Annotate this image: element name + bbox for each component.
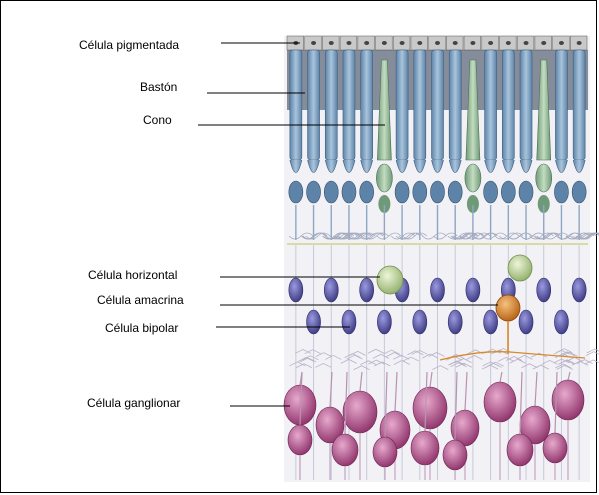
rod-nucleus bbox=[324, 181, 338, 203]
pigment-nucleus bbox=[329, 41, 334, 45]
ganglion-cell bbox=[411, 431, 439, 465]
pigment-nucleus bbox=[524, 41, 529, 45]
rod-segment bbox=[502, 50, 514, 160]
pigment-nucleus bbox=[417, 41, 422, 45]
ganglion-cell bbox=[507, 434, 533, 466]
bipolar-cell bbox=[342, 310, 356, 334]
label-amacrine-cell: Célula amacrina bbox=[97, 293, 184, 307]
rod-nucleus bbox=[289, 181, 303, 203]
pigment-nucleus bbox=[311, 41, 316, 45]
rod-segment bbox=[290, 50, 302, 160]
bipolar-cell bbox=[289, 278, 303, 302]
ganglion-cell bbox=[543, 433, 567, 463]
bipolar-cell bbox=[431, 278, 445, 302]
rod-segment bbox=[432, 50, 444, 160]
bipolar-cell bbox=[554, 310, 568, 334]
bipolar-cell bbox=[519, 310, 533, 334]
bipolar-cell bbox=[448, 310, 462, 334]
rod-segment bbox=[343, 50, 355, 160]
bipolar-cell bbox=[537, 278, 551, 302]
cone-inner-segment bbox=[536, 164, 552, 192]
rod-nucleus bbox=[342, 181, 356, 203]
bipolar-cell bbox=[324, 278, 338, 302]
amacrine-cell bbox=[496, 295, 520, 321]
pigment-nucleus bbox=[470, 41, 475, 45]
pigment-nucleus bbox=[488, 41, 493, 45]
pigment-nucleus bbox=[435, 41, 440, 45]
pigment-nucleus bbox=[577, 41, 582, 45]
pigment-nucleus bbox=[559, 41, 564, 45]
horizontal-cell bbox=[377, 266, 403, 294]
rod-nucleus bbox=[572, 181, 586, 203]
pigment-epithelium bbox=[287, 36, 587, 50]
rod-segment bbox=[414, 50, 426, 160]
bipolar-cell bbox=[413, 310, 427, 334]
pigment-nucleus bbox=[541, 41, 546, 45]
pigment-nucleus bbox=[453, 41, 458, 45]
horizontal-cell-2 bbox=[508, 255, 532, 281]
pigment-nucleus bbox=[346, 41, 351, 45]
ganglion-cell bbox=[413, 387, 447, 429]
rod-segment bbox=[361, 50, 373, 160]
rod-segment bbox=[396, 50, 408, 160]
rod-nucleus bbox=[360, 181, 374, 203]
label-pigment-cell: Célula pigmentada bbox=[79, 38, 179, 52]
rod-nucleus bbox=[413, 181, 427, 203]
label-cone: Cono bbox=[143, 113, 172, 127]
bipolar-cell bbox=[466, 278, 480, 302]
bipolar-cell bbox=[572, 278, 586, 302]
rod-nucleus bbox=[307, 181, 321, 203]
ganglion-cell bbox=[288, 425, 312, 455]
rod-nucleus bbox=[501, 181, 515, 203]
ganglion-cell bbox=[484, 382, 516, 422]
rod-segment bbox=[449, 50, 461, 160]
rod-nucleus bbox=[395, 181, 409, 203]
rod-nucleus bbox=[448, 181, 462, 203]
pigment-nucleus bbox=[506, 41, 511, 45]
label-rod: Bastón bbox=[140, 80, 177, 94]
label-bipolar-cell: Célula bipolar bbox=[105, 321, 178, 335]
rod-nucleus bbox=[554, 181, 568, 203]
rod-nucleus bbox=[519, 181, 533, 203]
bipolar-cell bbox=[307, 310, 321, 334]
ganglion-cell bbox=[373, 437, 397, 467]
rod-nucleus bbox=[431, 181, 445, 203]
pigment-nucleus bbox=[364, 41, 369, 45]
rod-nucleus bbox=[484, 181, 498, 203]
rod-segment bbox=[573, 50, 585, 160]
rod-segment bbox=[555, 50, 567, 160]
cone-inner-segment bbox=[376, 164, 392, 192]
bipolar-cell bbox=[484, 310, 498, 334]
rod-segment bbox=[485, 50, 497, 160]
rod-segment bbox=[520, 50, 532, 160]
label-horizontal-cell: Célula horizontal bbox=[88, 268, 177, 282]
rod-segment bbox=[325, 50, 337, 160]
bipolar-cell bbox=[360, 278, 374, 302]
ganglion-cell bbox=[343, 391, 377, 433]
ganglion-cell bbox=[443, 440, 467, 470]
label-ganglion-cell: Célula ganglionar bbox=[87, 396, 180, 410]
pigment-nucleus bbox=[382, 41, 387, 45]
ganglion-cell bbox=[332, 434, 358, 466]
bipolar-cell bbox=[377, 310, 391, 334]
pigment-nucleus bbox=[400, 41, 405, 45]
rod-segment bbox=[308, 50, 320, 160]
cone-inner-segment bbox=[465, 164, 481, 192]
